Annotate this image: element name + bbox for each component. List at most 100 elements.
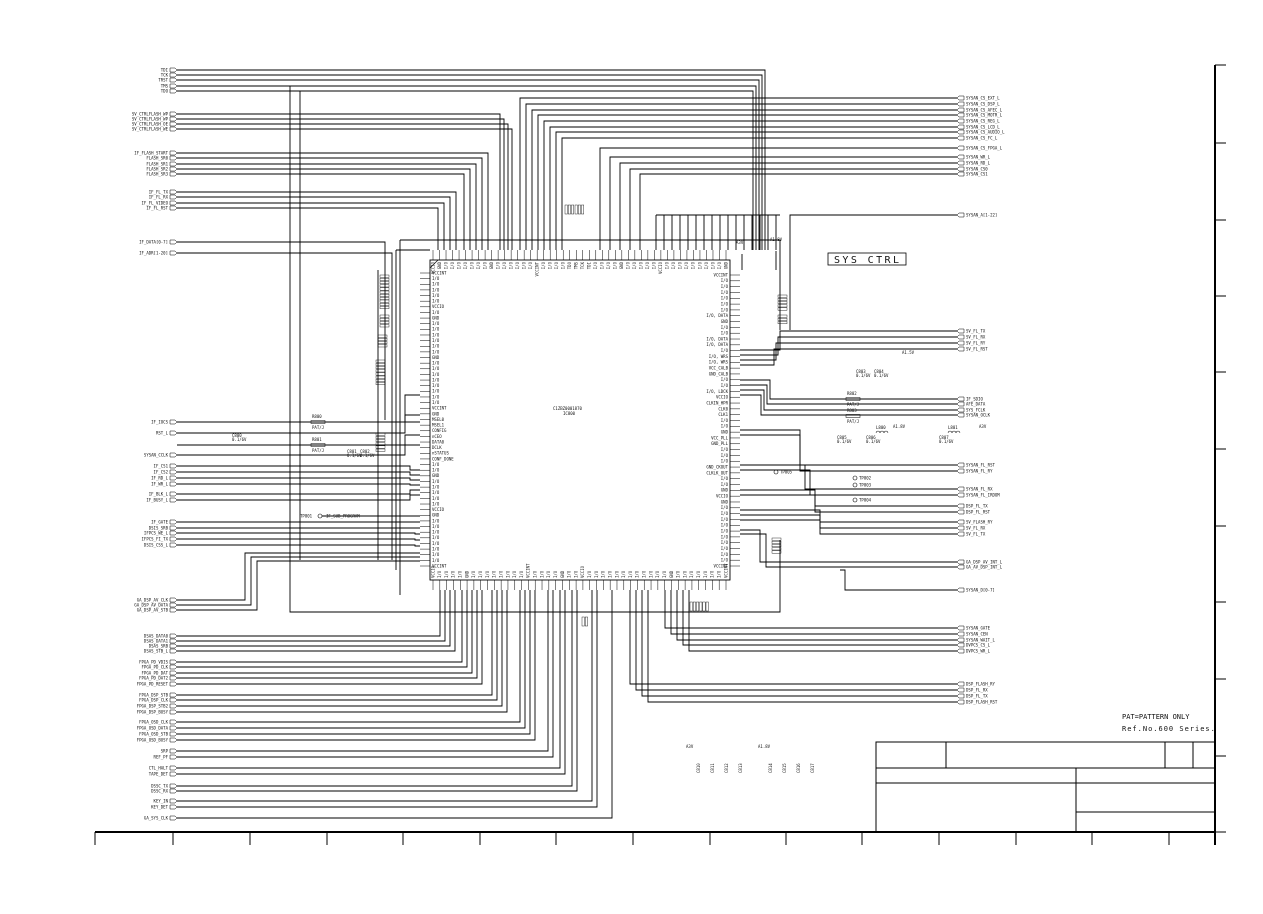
port-name: SV_FL_TX — [966, 532, 986, 537]
port-name: IF_BLK_L — [149, 492, 169, 497]
port-name: SRP — [161, 749, 169, 754]
right-port: DVPCS_WR_L — [956, 649, 991, 654]
right-port: SV_FL_RST — [956, 347, 988, 352]
port-name: DSP_FL_RX — [966, 688, 988, 693]
port-name: SV_CTRLFLASH_WP — [132, 117, 169, 122]
pin-label: I/O — [721, 552, 729, 557]
resistor-body — [310, 443, 326, 447]
pattern-note: PAT=PATTERN ONLY — [1122, 713, 1190, 721]
pin-label: I/O — [721, 377, 729, 382]
left-port: IF_FL_TX — [149, 190, 178, 195]
pin-label: I/O — [443, 261, 448, 269]
port-flag — [169, 607, 178, 613]
port-flag — [956, 401, 965, 407]
port-flag — [956, 559, 965, 565]
port-name: IFPCS_WE_L — [144, 531, 169, 536]
pin-label: TDO — [567, 261, 572, 269]
port-flag — [169, 681, 178, 687]
resistor-element — [377, 338, 388, 341]
pin-label: I/O — [505, 570, 510, 578]
left-port: KEY_DET — [151, 805, 178, 810]
port-name: SYSAN_CS_FC_L — [966, 136, 998, 141]
port-flag — [169, 77, 178, 83]
pin-label: I/O — [721, 476, 729, 481]
resistor-element — [379, 318, 390, 321]
test-point: TP803 — [852, 483, 872, 488]
port-name: SYSAN_CS_REG_L — [966, 119, 1000, 124]
pin-label: I/O — [450, 261, 455, 269]
resistor-element — [379, 299, 390, 303]
port-flag — [956, 486, 965, 492]
port-flag — [956, 154, 965, 160]
value-label: 0.1/6V — [232, 437, 247, 442]
resistor-array — [581, 616, 588, 627]
resistor-array — [777, 294, 788, 311]
left-port: GA_DSP_AV_STB — [137, 607, 178, 613]
pin-label: I/O, WRS — [709, 360, 729, 365]
port-flag — [169, 719, 178, 725]
pin-label: I/O — [721, 505, 729, 510]
pin-label: I/O — [648, 570, 653, 578]
pin-label: I/O — [432, 366, 440, 371]
port-flag — [169, 83, 178, 89]
left-port: SV_CTRLFLASH_OE — [132, 122, 178, 127]
port-flag — [956, 531, 965, 537]
resistor-array — [379, 299, 390, 309]
port-name: SV_CTRLFLASH_OE — [132, 122, 169, 127]
pin-label: VCCINT — [432, 406, 447, 411]
port-name: FLASH_SR2 — [146, 167, 168, 172]
port-flag — [169, 194, 178, 200]
pin-label: I/O — [721, 558, 729, 563]
pin-label: I/O, LDCK — [706, 389, 728, 394]
port-name: SV_FL_RX — [966, 335, 986, 340]
port-flag — [169, 239, 178, 245]
right-port: SYSAN_WAIT_L — [956, 637, 995, 643]
port-name: IF_RD_L — [151, 476, 168, 481]
port-flag — [956, 637, 965, 643]
right-port: DSP_FL_TX — [956, 504, 988, 509]
right-port: DSP_FL_TX — [956, 694, 988, 699]
resistor-element — [379, 297, 390, 300]
test-point-ring — [773, 469, 779, 475]
pin-label: I/O — [721, 424, 729, 429]
left-port: FPGA_DSP_STB2 — [137, 704, 178, 709]
value-label: PAT/J — [312, 448, 324, 453]
port-flag — [956, 407, 965, 413]
right-port: DSP_FLASH_RY — [956, 682, 995, 687]
pin-label: I/O — [512, 570, 517, 578]
port-flag — [169, 161, 178, 167]
port-name: IF_FL_VIDEO — [142, 201, 169, 206]
resistor-array — [377, 334, 388, 348]
ref-label: C801 — [347, 449, 357, 454]
port-flag — [169, 155, 178, 161]
port-name: IFPCS_FI_TX — [142, 537, 169, 542]
test-point: TP805 — [773, 469, 793, 475]
power-rail: A3V — [736, 240, 744, 245]
pin-label: I/O — [639, 261, 644, 269]
port-name: IF_ADR[1-20] — [139, 251, 168, 256]
port-name: FPGA_PD_DAT — [142, 671, 169, 676]
ref-label: R802 — [847, 391, 857, 396]
pin-label: I/O — [539, 570, 544, 578]
pin-label: I/O — [632, 261, 637, 269]
left-port: DSSC_TX — [151, 784, 178, 789]
inductor-coil — [947, 430, 953, 434]
port-name: FPGA_PD_DAT2 — [139, 676, 168, 681]
pin-label: I/O — [593, 261, 598, 269]
resistor-element — [771, 544, 782, 548]
pin-label: GND — [489, 261, 494, 269]
test-point-ring — [852, 497, 858, 503]
port-flag — [169, 88, 178, 94]
resistor-array — [777, 314, 788, 324]
ref-label: R801 — [312, 437, 322, 442]
left-port: IFPCS_WE_L — [144, 531, 178, 536]
port-name: SV_CTRLFLASH_WE — [132, 127, 169, 132]
cap-label: C816 — [796, 763, 801, 773]
left-port: IF_WR_L — [151, 482, 178, 487]
resistor-element — [375, 432, 386, 436]
pin-label: I/O — [528, 261, 533, 269]
